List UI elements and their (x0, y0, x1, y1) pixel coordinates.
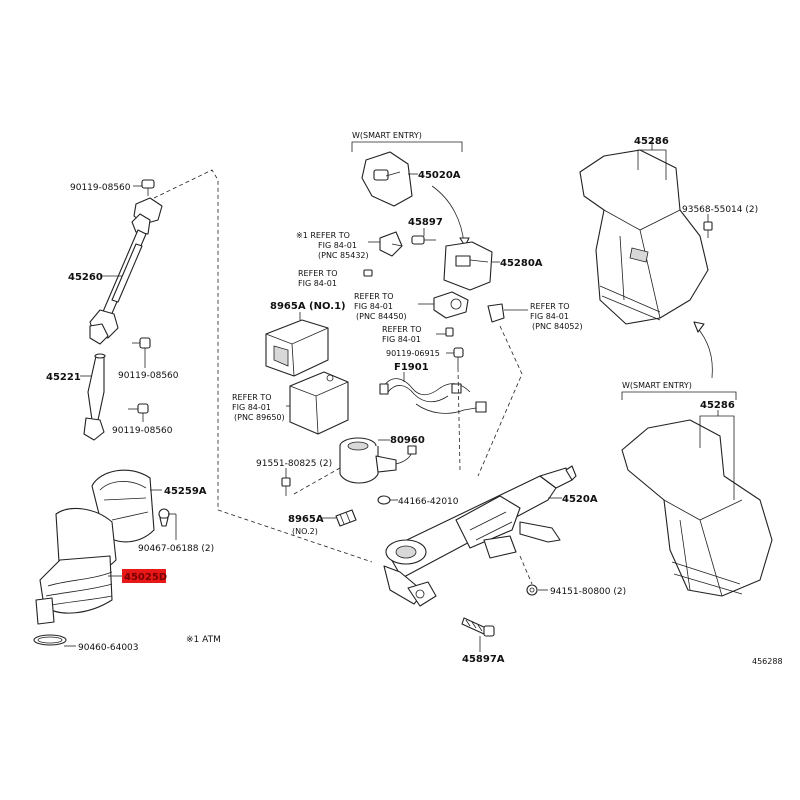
label-90119-08560-middle[interactable]: 90119-08560 (118, 371, 179, 381)
ref4-line2: FIG 84-01 (382, 335, 421, 344)
universal-joint-lower (89, 309, 119, 345)
column-cover-45286-lower[interactable] (621, 419, 773, 597)
bolt-45897A[interactable] (461, 617, 495, 637)
label-45286-upper[interactable]: 45286 (634, 136, 669, 147)
label-45221[interactable]: 45221 (46, 372, 81, 383)
screw-ref4[interactable] (445, 327, 454, 337)
label-90119-08560-lower[interactable]: 90119-08560 (112, 426, 173, 436)
label-90119-08560-upper[interactable]: 90119-08560 (70, 183, 131, 193)
footnote-atm: ※1 ATM (186, 635, 221, 645)
column-cover-45286-upper[interactable] (579, 149, 709, 325)
highlight-45025D (122, 569, 166, 583)
connector-bolt-to-column (457, 367, 461, 471)
label-45897[interactable]: 45897 (408, 217, 443, 228)
sensor-8965A-no2[interactable] (335, 509, 357, 527)
boot-group: 45259A 90467-06188 (2) 45025D 90460-6400… (33, 469, 214, 653)
steering-column-boot-45025D[interactable] (35, 507, 117, 625)
label-45260[interactable]: 45260 (68, 272, 103, 283)
ref1-line2: FIG 84-01 (318, 241, 357, 250)
label-45286-lower[interactable]: 45286 (700, 400, 735, 411)
label-91551-80825[interactable]: 91551-80825 (2) (256, 459, 332, 469)
arrow-cover-alt (695, 325, 713, 379)
intermediate-shaft-group: 90119-08560 45260 90119-08560 (46, 179, 179, 441)
ref4-line1: REFER TO (382, 325, 422, 334)
ref1-line1: ※1 REFER TO (296, 231, 350, 240)
leader-45286-lower (699, 415, 735, 500)
transponder-key-amplifier[interactable] (433, 291, 469, 319)
label-44166-42010[interactable]: 44166-42010 (398, 497, 459, 507)
ref5-line3: (PNC 84052) (532, 322, 583, 331)
ref6-line3: (PNC 89650) (234, 413, 285, 422)
bolt-90119-08560-upper[interactable] (141, 179, 155, 196)
screw-45897[interactable] (411, 235, 436, 245)
ref5-line2: FIG 84-01 (530, 312, 569, 321)
oring-44166-42010[interactable] (377, 495, 391, 505)
clamp-90460-64003[interactable] (33, 634, 67, 646)
ref6-line1: REFER TO (232, 393, 272, 402)
label-8965A-no2-sub: (NO.2) (292, 527, 318, 536)
screw-ref2[interactable] (363, 269, 373, 277)
ref3-line2: FIG 84-01 (354, 302, 393, 311)
smart-entry-bracket-top: W(SMART ENTRY) (351, 131, 463, 152)
label-45259A[interactable]: 45259A (164, 486, 207, 497)
clip-90467-06188[interactable] (158, 508, 170, 527)
universal-joint-upper (131, 197, 163, 235)
connector-nut-to-column (519, 555, 533, 585)
steering-column-4520A[interactable] (383, 465, 577, 607)
figure-id: 456288 (752, 657, 783, 666)
steering-sensor-80960[interactable] (339, 437, 417, 484)
ref1-line3: (PNC 85432) (318, 251, 369, 260)
bolt-90119-08560-lower[interactable] (128, 403, 149, 414)
bolt-90119-08560-middle[interactable] (132, 337, 151, 349)
intermediate-shaft-45260[interactable] (101, 229, 147, 319)
label-8965A-no1[interactable]: 8965A (NO.1) (270, 301, 346, 312)
nut-94151-80800[interactable] (526, 584, 538, 596)
screw-93568-55014[interactable] (703, 221, 713, 238)
label-90460-64003[interactable]: 90460-64003 (78, 643, 139, 653)
label-90119-06915[interactable]: 90119-06915 (386, 349, 440, 358)
ref2-line2: FIG 84-01 (298, 279, 337, 288)
module-ref6[interactable] (289, 371, 349, 435)
label-45025D[interactable]: 45025D (124, 572, 167, 583)
label-80960[interactable]: 80960 (390, 435, 425, 446)
label-45897A[interactable]: 45897A (462, 654, 505, 665)
ref3-line1: REFER TO (354, 292, 394, 301)
screw-91551-80825[interactable] (281, 477, 291, 496)
label-F1901[interactable]: F1901 (394, 362, 429, 373)
label-4520A[interactable]: 4520A (562, 494, 598, 505)
bolt-90119-06915[interactable] (453, 347, 464, 368)
label-8965A-no2[interactable]: 8965A (288, 514, 324, 525)
label-45020A[interactable]: 45020A (418, 170, 461, 181)
ecu-8965A-no1[interactable] (265, 319, 329, 377)
label-45280A[interactable]: 45280A (500, 258, 543, 269)
label-93568-55014[interactable]: 93568-55014 (2) (682, 205, 758, 215)
smart-entry-bracket-bottom: W(SMART ENTRY) (621, 381, 737, 400)
connector-lock-to-column (477, 325, 523, 477)
connector-screw-to-sensor (293, 467, 341, 495)
wire-harness-F1901[interactable] (379, 378, 487, 414)
unlock-warning-switch[interactable] (487, 303, 505, 323)
label-w-smart-entry-1: W(SMART ENTRY) (352, 131, 422, 140)
ref6-line2: FIG 84-01 (232, 403, 271, 412)
ref5-line1: REFER TO (530, 302, 570, 311)
ignition-switch-45020A[interactable] (361, 151, 413, 207)
sliding-yoke-45221[interactable] (83, 353, 106, 441)
ref3-line3: (PNC 84450) (356, 312, 407, 321)
arrow-45020A-to-45280A (431, 185, 465, 245)
ref2-line1: REFER TO (298, 269, 338, 278)
label-94151-80800[interactable]: 94151-80800 (2) (550, 587, 626, 597)
label-90467-06188[interactable]: 90467-06188 (2) (138, 544, 214, 554)
steering-lock-45280A[interactable] (443, 241, 493, 291)
label-w-smart-entry-2: W(SMART ENTRY) (622, 381, 692, 390)
connector-shaft-to-column (153, 169, 373, 563)
key-interlock-solenoid[interactable] (379, 231, 403, 257)
